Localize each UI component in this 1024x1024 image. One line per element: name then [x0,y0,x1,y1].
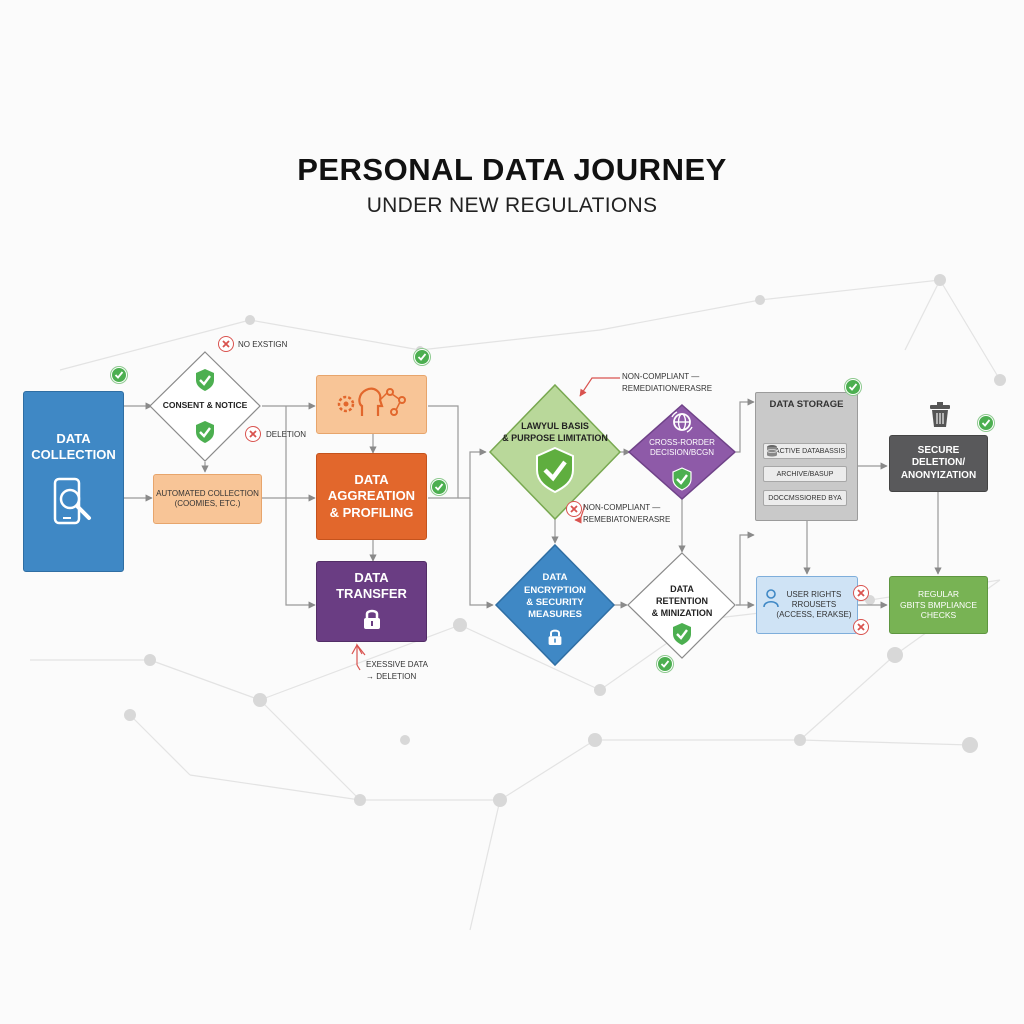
automated-collection-label: AUTOMATED COLLECTION (COOMIES, ETC.) [156,489,259,508]
shield-check-icon [671,622,693,646]
page-subtitle: UNDER NEW REGULATIONS [366,194,658,217]
check-icon [414,349,430,365]
user-rights-box: USER RIGHTS RROUSETS (ACCESS, ERAKSE) [756,576,858,634]
compliance-checks-box: REGULAR GBITS BMPLIANCE CHECKS [889,576,988,634]
gears-head-icon [332,382,412,427]
shield-check-icon [671,467,693,491]
user-icon [763,588,779,613]
shield-check-icon [194,420,216,444]
cross-border-label: CROSS-RORDER DECISION/BCGN [649,437,715,457]
cross-icon [853,619,869,635]
magnifier-phone-icon [51,477,97,532]
automated-collection-box: AUTOMATED COLLECTION (COOMIES, ETC.) [153,474,262,524]
check-icon [111,367,127,383]
check-icon [657,656,673,672]
noncompliant-top-note: NON-COMPLIANT — REMEDIATION/ERASRE [622,372,713,393]
retention-diamond-shape [627,552,736,659]
data-storage-title: DATA STORAGE [769,399,844,410]
lock-icon [547,628,563,651]
cross-icon [218,336,234,352]
secure-deletion-box: SECURE DELETION/ ANONYIZATION [889,435,988,492]
consent-diamond-shape [149,351,261,462]
cross-border-diamond-shape [627,403,737,501]
cross-icon [566,501,582,517]
encryption-label: DATA ENCRYPTION & SECURITY MEASURES [524,572,586,621]
retention-label: DATA RETENTION & MINIZATION [651,584,713,618]
check-icon [845,379,861,395]
data-transfer-label: DATA TRANSFER [336,569,407,601]
storage-item: DOCCMSSIORED BYA [763,490,847,506]
compliance-checks-label: REGULAR GBITS BMPLIANCE CHECKS [900,589,977,621]
data-aggregation-box: DATA AGGREATION & PROFILING [316,453,427,540]
user-rights-label: USER RIGHTS RROUSETS (ACCESS, ERAKSE) [776,590,852,619]
cross-icon [245,426,261,442]
cross-icon [853,585,869,601]
shield-check-icon [533,446,577,494]
noncompliant-mid-note: NON-COMPLIANT — REMEBIATON/ERASRE [583,503,671,524]
check-icon [978,415,994,431]
deletion-note: DELETION [266,430,307,439]
data-collection-label: DATA COLLECTION [31,430,116,462]
database-icon [766,444,778,463]
profiling-icon-box [316,375,427,434]
data-transfer-box: DATA TRANSFER [316,561,427,642]
lawful-basis-label: LAWYUL BASIS & PURPOSE LIMITATION [502,421,608,443]
storage-item: ARCHIVE/BASUP [763,466,847,482]
secure-deletion-label: SECURE DELETION/ ANONYIZATION [900,444,977,481]
data-collection-box: DATA COLLECTION [23,391,124,572]
check-icon [431,479,447,495]
data-aggregation-label: DATA AGGREATION & PROFILING [327,472,416,520]
consent-notice-label: CONSENT & NOTICE [162,400,248,411]
globe-icon [671,411,693,438]
page-title: PERSONAL DATA JOURNEY [297,152,727,187]
no-existion-note: NO EXSTIGN [238,340,288,349]
lock-icon [362,608,382,633]
storage-item: ACTIVE DATABASSIS [763,443,847,459]
shield-check-icon [194,368,216,392]
encryption-diamond-shape [494,543,616,667]
excessive-data-note: EXESSIVE DATA → DELETION [366,660,428,681]
trash-icon [927,402,953,433]
